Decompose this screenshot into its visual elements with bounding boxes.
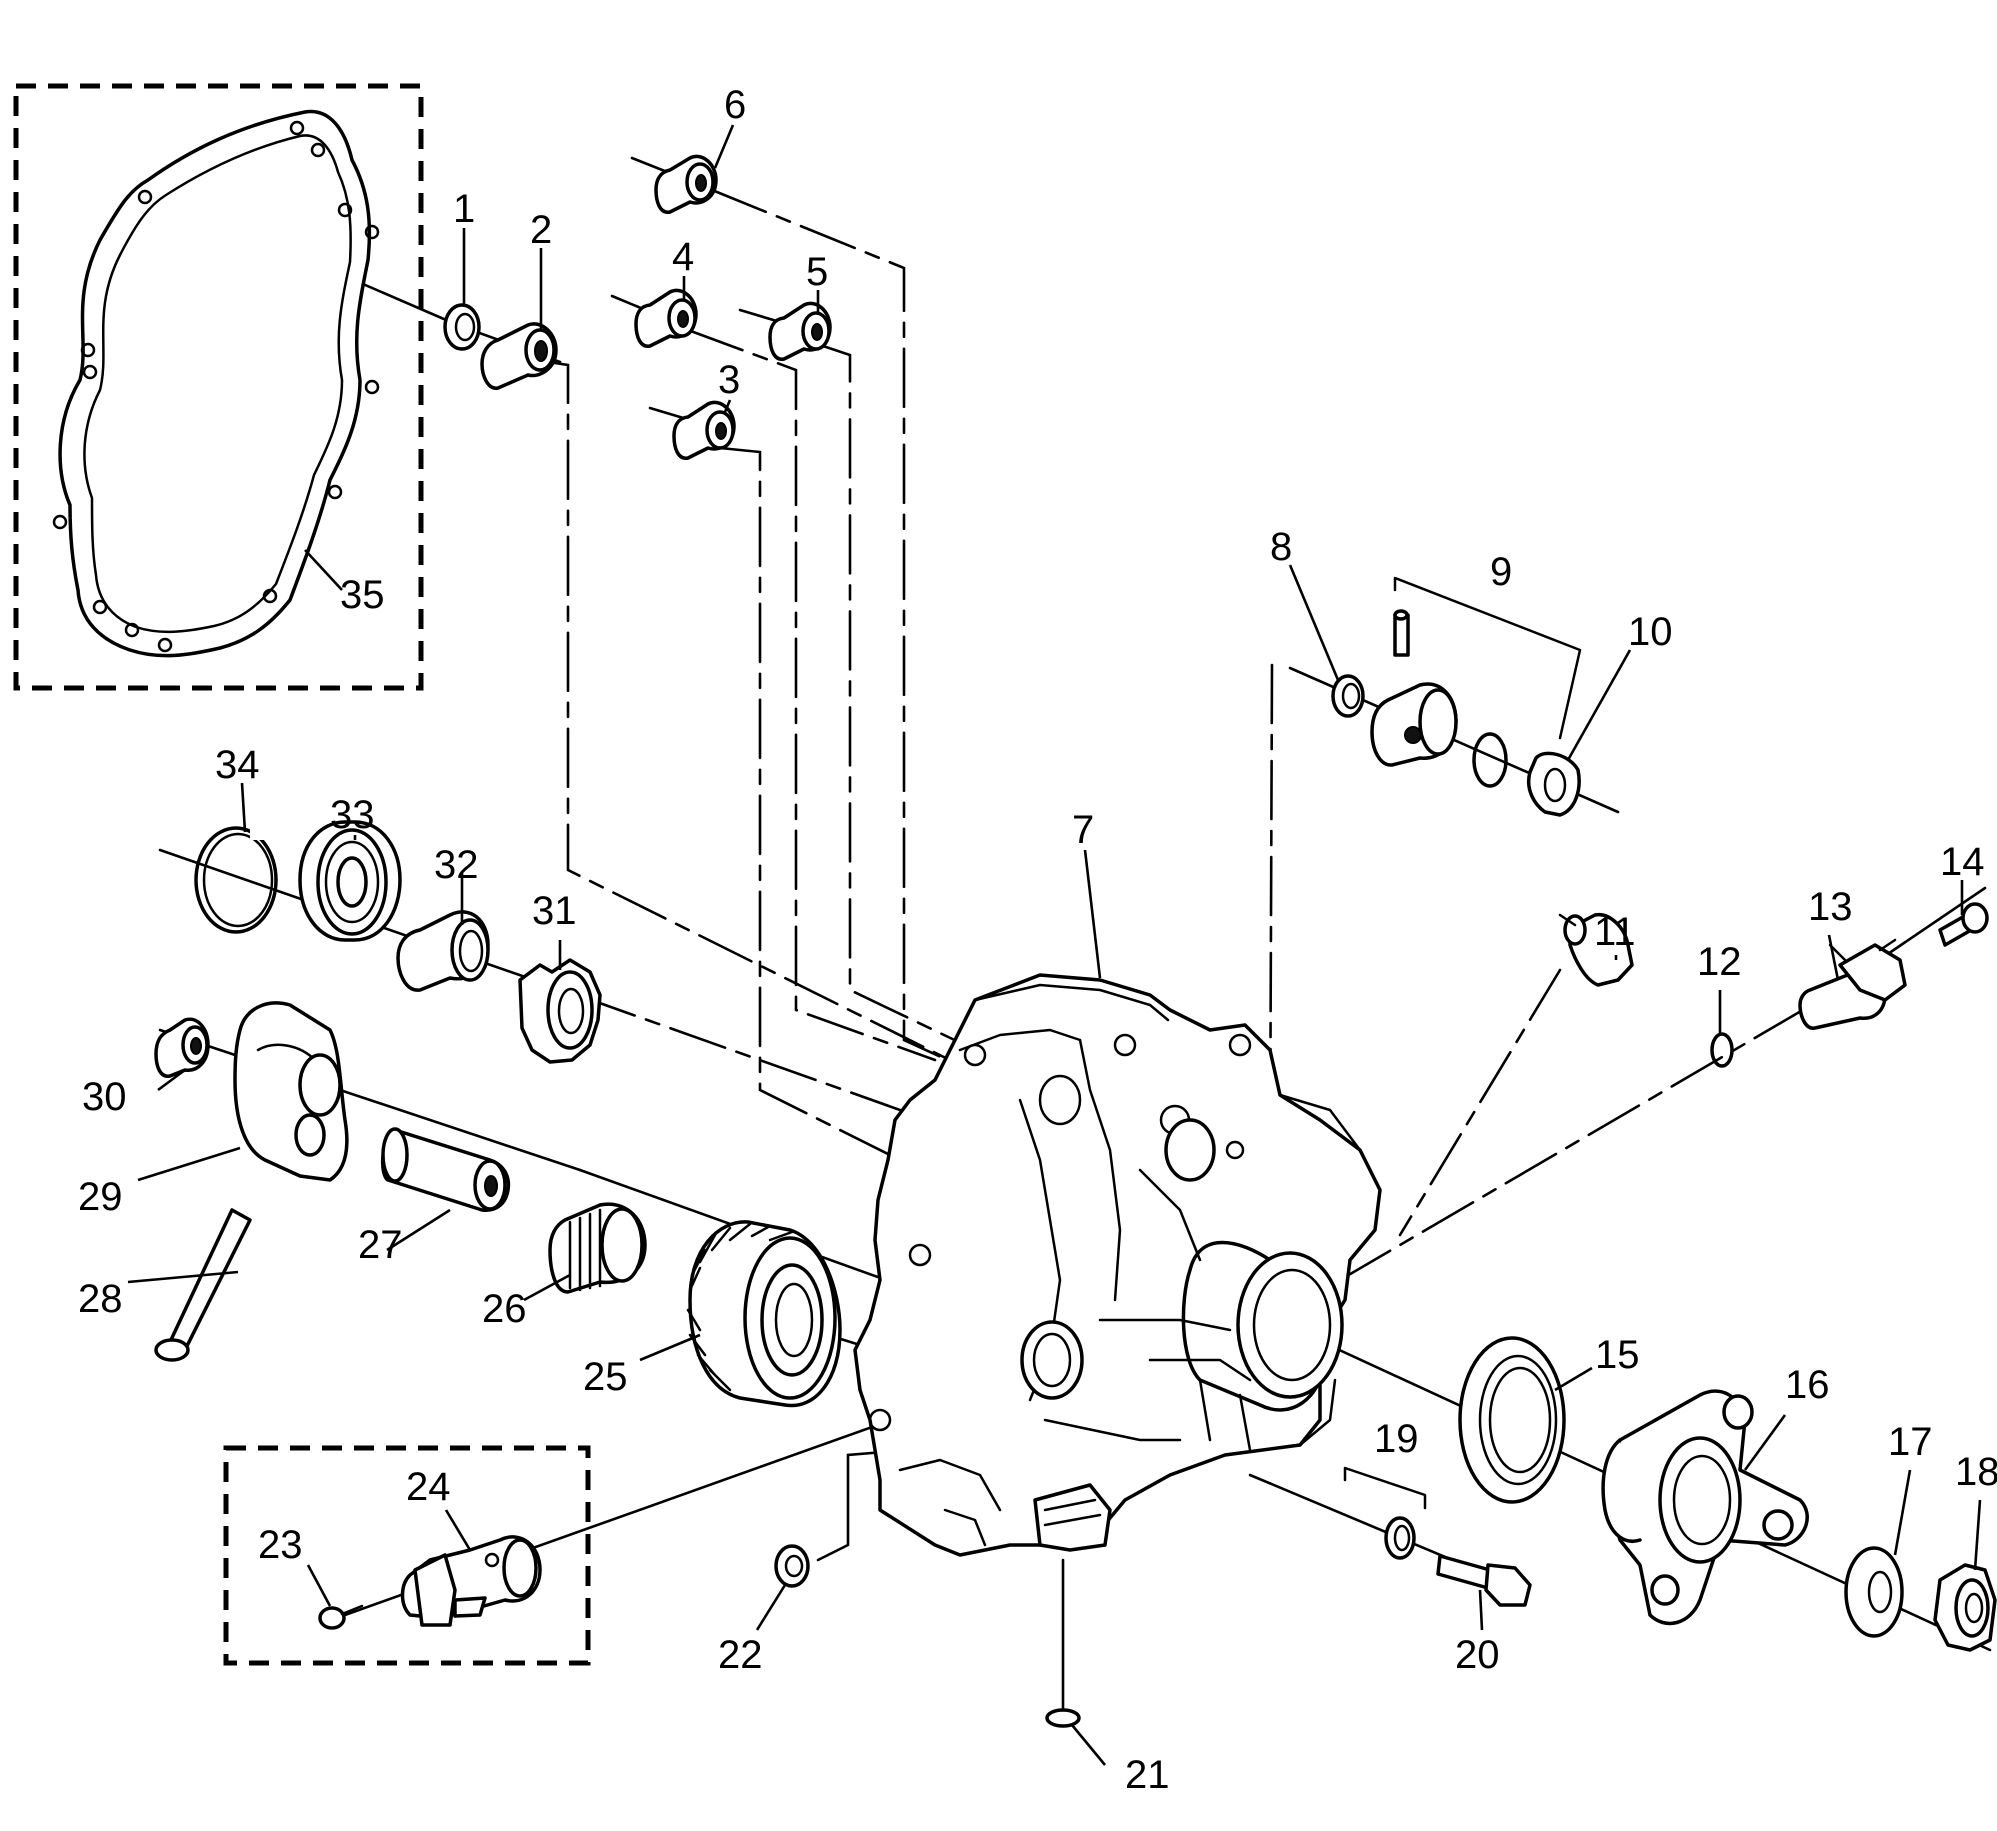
leader-lines <box>127 124 1982 1766</box>
pin-28 <box>154 1208 252 1362</box>
screw-23 <box>318 1604 364 1630</box>
callout-14: 14 <box>1940 840 1985 884</box>
bolt-14 <box>1938 902 1989 947</box>
callout-7: 7 <box>1072 808 1094 852</box>
callout-30: 30 <box>82 1075 127 1119</box>
seal-1 <box>443 303 481 351</box>
callout-24: 24 <box>406 1465 451 1509</box>
callout-18: 18 <box>1955 1450 1997 1494</box>
callout-4: 4 <box>672 235 694 279</box>
gasket-bolt-holes <box>52 120 380 653</box>
valve-assembly-9 <box>1370 576 1582 788</box>
callout-26: 26 <box>482 1287 527 1331</box>
transfer-case-housing-7 <box>853 973 1382 1557</box>
callout-16: 16 <box>1785 1363 1830 1407</box>
shaft-sleeve-27 <box>380 1127 511 1212</box>
bushing-5 <box>768 301 832 361</box>
callout-25: 25 <box>583 1355 628 1399</box>
washer-22 <box>774 1544 810 1588</box>
seal-15 <box>1458 1336 1566 1504</box>
callout-19: 19 <box>1374 1417 1419 1461</box>
callout-29: 29 <box>78 1175 123 1219</box>
callout-1: 1 <box>453 187 475 231</box>
callout-17: 17 <box>1888 1420 1933 1464</box>
callout-31: 31 <box>532 889 577 933</box>
washer-8 <box>1331 674 1365 718</box>
callout-22: 22 <box>718 1633 763 1677</box>
bearing-33 <box>298 820 402 942</box>
callout-9: 9 <box>1490 550 1512 594</box>
callout-27: 27 <box>358 1223 403 1267</box>
callout-6: 6 <box>724 83 746 127</box>
gasket-group-box <box>13 83 424 691</box>
callout-5: 5 <box>806 250 828 294</box>
speed-sensor-13 <box>1798 938 1907 1030</box>
plug-21 <box>1045 1708 1081 1728</box>
bushing-3 <box>672 400 736 460</box>
spline-hub-31 <box>518 958 602 1064</box>
callout-8: 8 <box>1270 525 1292 569</box>
bracket-29 <box>233 1001 349 1182</box>
callout-11: 11 <box>1594 910 1636 954</box>
callout-13: 13 <box>1808 885 1853 929</box>
sensor-24 <box>400 1535 542 1627</box>
callout-10: 10 <box>1628 610 1673 654</box>
callout-32: 32 <box>434 843 479 887</box>
needle-bearing-26 <box>548 1202 647 1294</box>
helical-gear-25 <box>686 1220 842 1408</box>
snap-ring-34 <box>194 826 278 934</box>
callout-labels: 1 2 3 4 5 6 7 8 9 10 11 12 13 14 15 16 1… <box>78 83 1997 1797</box>
sleeve-19 <box>1343 1466 1427 1560</box>
callout-35: 35 <box>340 573 385 617</box>
callout-28: 28 <box>78 1277 123 1321</box>
output-flange-16 <box>1601 1389 1809 1626</box>
callout-12: 12 <box>1697 940 1742 984</box>
callout-21: 21 <box>1125 1753 1170 1797</box>
nut-18 <box>1933 1563 1997 1652</box>
bushing-6 <box>654 154 718 214</box>
callout-34: 34 <box>215 743 260 787</box>
switch-11 <box>1558 912 1634 987</box>
callout-2: 2 <box>530 208 552 252</box>
bushing-4 <box>634 288 698 348</box>
bolt-20 <box>1436 1554 1532 1607</box>
washer-17 <box>1844 1546 1904 1638</box>
callout-23: 23 <box>258 1523 303 1567</box>
bushing-2 <box>480 322 558 390</box>
bushing-32 <box>396 910 490 992</box>
callout-33: 33 <box>330 793 375 837</box>
callout-20: 20 <box>1455 1633 1500 1677</box>
clip-10 <box>1527 751 1581 817</box>
bushing-30 <box>154 1017 210 1078</box>
case-gasket <box>52 109 380 658</box>
o-ring-12 <box>1710 1032 1734 1068</box>
callout-3: 3 <box>718 358 740 402</box>
callout-15: 15 <box>1595 1333 1640 1377</box>
